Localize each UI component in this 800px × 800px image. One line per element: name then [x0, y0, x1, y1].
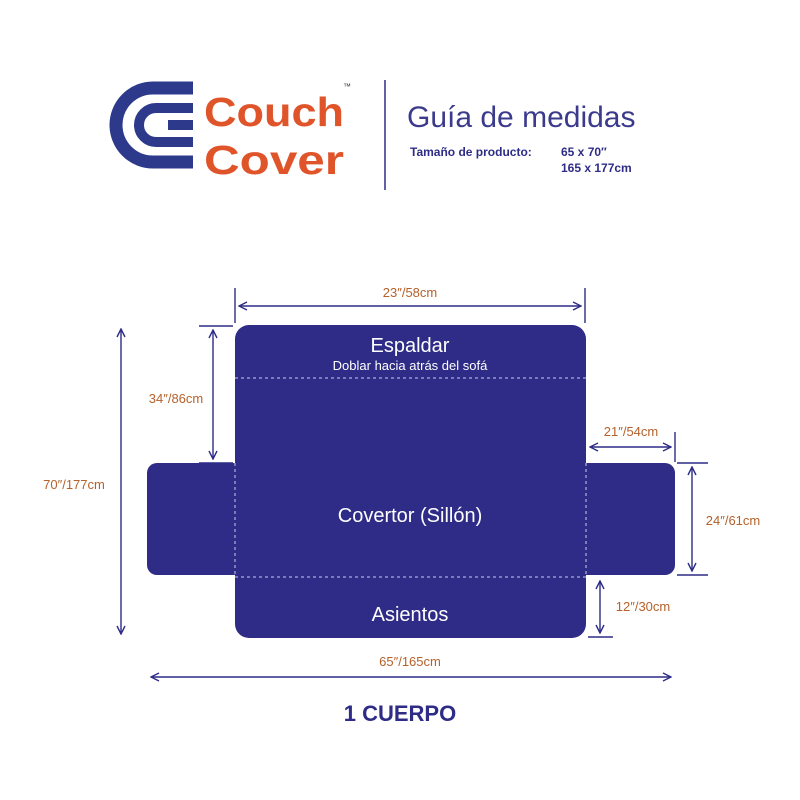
- arm-width-label: 21″/54cm: [604, 424, 658, 439]
- dimension-lines: [121, 288, 708, 677]
- main-panel: [235, 325, 586, 638]
- product-size-label: Tamaño de producto:: [410, 145, 532, 159]
- left-arm-panel: [147, 463, 243, 575]
- back-height-label: 34″/86cm: [149, 391, 203, 406]
- top-width-label: 23″/58cm: [383, 285, 437, 300]
- center-section-label: Covertor (Sillón): [338, 505, 482, 527]
- seat-section-label: Asientos: [372, 604, 449, 626]
- brand-name-line1: Couch: [204, 89, 344, 135]
- trademark-mark: ™: [343, 82, 351, 91]
- couch-cover-shape: [147, 325, 675, 638]
- total-height-label: 70″/177cm: [43, 477, 105, 492]
- total-width-label: 65″/165cm: [379, 654, 441, 669]
- unit-count-label: 1 CUERPO: [344, 701, 456, 726]
- page-title: Guía de medidas: [407, 101, 635, 134]
- arm-height-label: 24″/61cm: [706, 513, 760, 528]
- product-size-metric: 165 x 177cm: [561, 161, 632, 175]
- back-section-title: Espaldar: [371, 335, 450, 357]
- brand-c-icon: [109, 81, 193, 169]
- product-size-imperial: 65 x 70″: [561, 145, 607, 159]
- brand-name-line2: Cover: [204, 137, 344, 183]
- right-arm-panel: [577, 463, 675, 575]
- back-section-subtitle: Doblar hacia atrás del sofá: [333, 358, 488, 373]
- seat-height-label: 12″/30cm: [616, 599, 670, 614]
- brand-logo: Couch Cover ™: [109, 81, 351, 183]
